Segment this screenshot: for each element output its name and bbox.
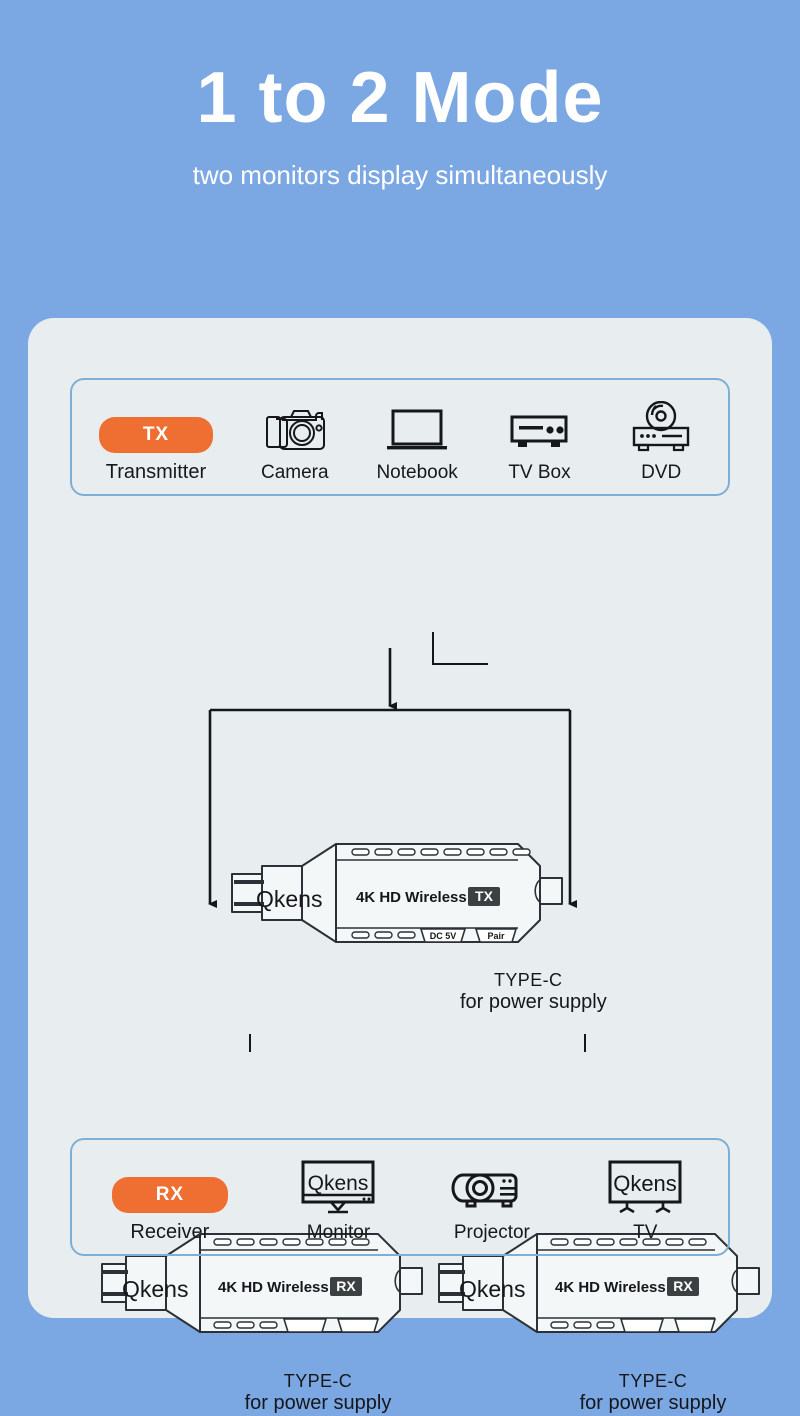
tx-port-label-dc: DC 5V — [430, 931, 457, 941]
page-subtitle: two monitors display simultaneously — [192, 160, 608, 190]
transmitter-device: DC 5V Pair 4K HD Wireless TX Qkens — [218, 834, 578, 959]
source-devices-strip: TX Transmitter Came — [70, 378, 730, 496]
source-item-notebook: Notebook — [376, 403, 458, 484]
transmitter-legend: TX Transmitter — [98, 417, 214, 484]
rx-right-body-text: 4K HD Wireless — [555, 1279, 666, 1296]
tx-callout-line2: for power supply — [460, 991, 607, 1014]
tx-badge-plate — [468, 887, 500, 906]
output-item-projector: Projector — [449, 1163, 535, 1244]
tv-screen-text: Qkens — [613, 1171, 677, 1196]
dvd-player-icon — [628, 401, 694, 455]
diagram-panel: TX Transmitter Came — [28, 318, 772, 1414]
output-label-projector: Projector — [453, 1222, 530, 1243]
rx-right-callout-line2: for power supply — [579, 1392, 727, 1415]
monitor-icon: Qkens — [295, 1160, 381, 1215]
tx-badge-text: TX — [475, 888, 494, 904]
source-label-camera: Camera — [260, 462, 329, 483]
output-label-monitor: Monitor — [306, 1222, 371, 1243]
output-label-tv: TV — [633, 1222, 658, 1243]
rx-left-callout-line2: for power supply — [244, 1392, 392, 1415]
rx-badge-pill: RX — [111, 1177, 229, 1213]
notebook-icon — [384, 403, 450, 455]
source-label-tvbox: TV Box — [508, 462, 571, 483]
rx-left-badge-plate — [330, 1277, 362, 1296]
source-item-camera: Camera — [255, 403, 335, 484]
rx-right-badge-text: RX — [673, 1278, 693, 1294]
rx-left-badge-text: RX — [336, 1278, 356, 1294]
rx-right-callout-line1: TYPE-C — [618, 1371, 688, 1391]
tv-icon: Qkens — [602, 1160, 688, 1215]
rx-right-badge-plate — [667, 1277, 699, 1296]
page-header: 1 to 2 Mode two monitors display simulta… — [0, 0, 800, 191]
tx-body-text: 4K HD Wireless — [356, 889, 467, 906]
receiver-left-power-callout: TYPE-C for power supply — [203, 1371, 433, 1416]
transmitter-power-callout: TYPE-C for power supply — [432, 970, 662, 1015]
output-item-monitor: Qkens Monitor — [295, 1160, 381, 1244]
output-devices-strip: RX Receiver Qkens Monitor — [70, 1138, 730, 1256]
receiver-legend: RX Receiver — [111, 1177, 229, 1244]
transmitter-label: Transmitter — [105, 461, 207, 483]
monitor-screen-text: Qkens — [308, 1172, 369, 1195]
receiver-label: Receiver — [130, 1221, 210, 1243]
camera-icon — [262, 403, 328, 455]
output-item-tv: Qkens TV — [602, 1160, 688, 1244]
rx-left-body-text: 4K HD Wireless — [218, 1279, 329, 1296]
source-item-dvd: DVD — [621, 401, 701, 484]
rx-left-callout-line1: TYPE-C — [283, 1371, 353, 1391]
receiver-right-power-callout: TYPE-C for power supply — [538, 1371, 768, 1416]
projector-icon — [449, 1163, 535, 1215]
source-item-tvbox: TV Box — [499, 403, 579, 484]
tx-callout-line1: TYPE-C — [494, 970, 563, 990]
tx-badge-pill: TX — [98, 417, 214, 453]
tx-port-label-pair: Pair — [487, 931, 505, 941]
source-label-notebook: Notebook — [376, 462, 458, 483]
page-title: 1 to 2 Mode — [196, 58, 604, 138]
tv-box-icon — [506, 403, 572, 455]
source-label-dvd: DVD — [641, 462, 682, 483]
